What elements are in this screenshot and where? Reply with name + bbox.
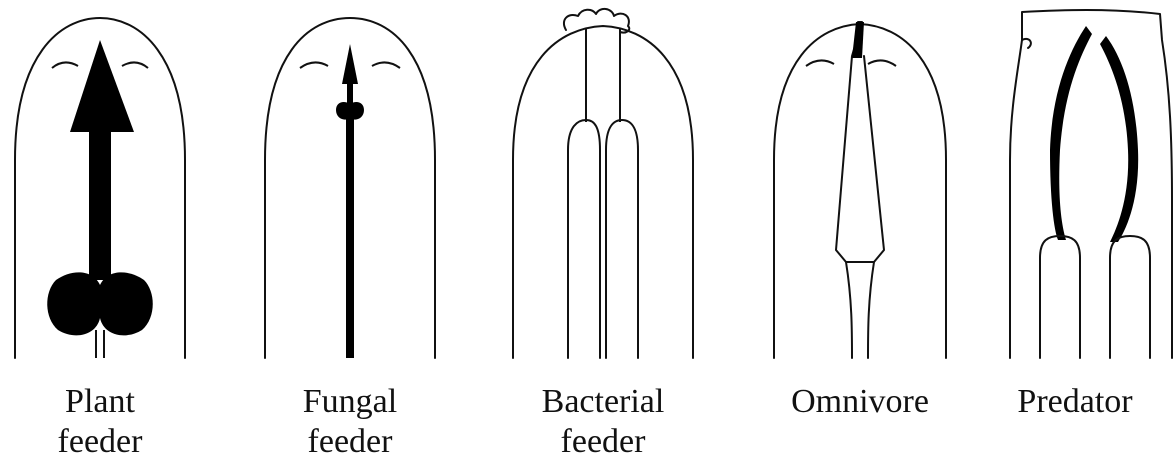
caption-predator: Predator: [975, 382, 1175, 422]
omnivore-head: [774, 22, 946, 358]
caption-plant-feeder: Plant feeder: [0, 382, 200, 462]
plant-feeder-stylet-cone: [70, 40, 134, 132]
plant-feeder-stylet-shaft: [89, 130, 111, 280]
caption-omnivore-line1: Omnivore: [760, 382, 960, 422]
caption-plant-feeder-line2: feeder: [0, 422, 200, 462]
caption-omnivore: Omnivore: [760, 382, 960, 422]
plant-feeder-stylet-knob-left: [47, 272, 100, 335]
caption-fungal-feeder: Fungal feeder: [250, 382, 450, 462]
bacterial-feeder-pharynx-left: [568, 120, 600, 358]
fungal-feeder-head: [265, 18, 435, 358]
omnivore-amphid-left: [806, 60, 834, 66]
omnivore-pharynx-left: [846, 262, 852, 358]
predator-head: [1010, 10, 1172, 358]
fungal-feeder-stylet-shaft: [346, 116, 354, 358]
caption-bacterial-feeder-line2: feeder: [503, 422, 703, 462]
plant-feeder-stylet-knob-right: [100, 272, 153, 335]
predator-body-outline: [1010, 10, 1172, 358]
caption-fungal-feeder-line2: feeder: [250, 422, 450, 462]
caption-predator-line1: Predator: [975, 382, 1175, 422]
omnivore-odontostyle-tip: [852, 22, 864, 58]
omnivore-body-outline: [774, 24, 946, 358]
bacterial-feeder-head: [513, 9, 693, 358]
predator-tooth-left: [1050, 26, 1092, 240]
bacterial-feeder-body-outline: [513, 26, 693, 358]
predator-lip-notch: [1022, 39, 1031, 48]
omnivore-pharynx-right: [868, 262, 874, 358]
plant-feeder-amphid-left: [52, 62, 78, 68]
fungal-feeder-amphid-left: [300, 62, 328, 68]
bacterial-feeder-pharynx-right: [606, 120, 638, 358]
fungal-feeder-stylet-cone: [342, 44, 358, 84]
caption-fungal-feeder-line1: Fungal: [250, 382, 450, 422]
omnivore-amphid-right: [868, 60, 896, 66]
fungal-feeder-amphid-right: [372, 62, 400, 68]
fungal-feeder-stylet-upper-shaft: [347, 82, 353, 104]
caption-plant-feeder-line1: Plant: [0, 382, 200, 422]
caption-bacterial-feeder-line1: Bacterial: [503, 382, 703, 422]
predator-tooth-right: [1100, 36, 1138, 242]
plant-feeder-head: [15, 18, 185, 358]
plant-feeder-amphid-right: [122, 62, 148, 68]
caption-bacterial-feeder: Bacterial feeder: [503, 382, 703, 462]
predator-pharynx-right: [1110, 236, 1150, 358]
predator-pharynx-left: [1040, 236, 1080, 358]
